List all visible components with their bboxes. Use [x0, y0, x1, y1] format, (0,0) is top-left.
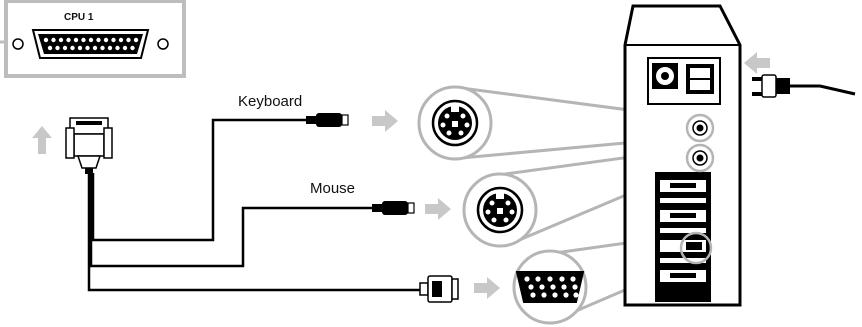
- pin: [77, 45, 83, 51]
- tower-computer-icon: [623, 4, 742, 307]
- pin: [70, 45, 75, 51]
- mouse-ps2-port-icon: [462, 172, 538, 248]
- pin: [103, 37, 109, 43]
- cpu-port-panel: [0, 0, 186, 78]
- arrow-right-icon: [372, 110, 398, 132]
- arrow-left-icon: [744, 52, 770, 74]
- pin: [66, 37, 71, 43]
- pin: [126, 37, 131, 43]
- db25-plug-icon: [65, 117, 113, 174]
- pin: [88, 37, 94, 43]
- pin: [47, 45, 53, 51]
- pin: [118, 37, 124, 43]
- pin: [100, 45, 105, 51]
- keyboard-label: Keyboard: [238, 93, 303, 110]
- cable-bundle: [87, 118, 420, 292]
- pin: [133, 37, 139, 43]
- mouse-label: Mouse: [310, 180, 356, 197]
- pin: [73, 37, 79, 43]
- vga-plug-icon: [419, 275, 459, 303]
- pin: [130, 45, 135, 51]
- pin: [122, 45, 128, 51]
- pin: [111, 37, 116, 43]
- pin: [55, 45, 60, 51]
- arrow-right-icon: [474, 277, 500, 299]
- pin: [85, 45, 90, 51]
- port-title-label: CPU 1: [64, 12, 94, 23]
- arrow-right-icon: [425, 198, 451, 220]
- pin: [107, 45, 113, 51]
- pin: [81, 37, 86, 43]
- pin: [43, 37, 49, 43]
- pin: [51, 37, 56, 43]
- pin: [58, 37, 64, 43]
- pin: [92, 45, 98, 51]
- arrow-up-icon: [32, 126, 52, 154]
- keyboard-ps2-plug-icon: [306, 113, 349, 127]
- keyboard-ps2-port-icon: [417, 85, 493, 161]
- pin: [115, 45, 120, 51]
- pin: [62, 45, 68, 51]
- pin: [96, 37, 101, 43]
- vga-port-icon: [512, 249, 588, 325]
- db25-connector-icon: [12, 29, 169, 59]
- power-plug-icon: [752, 74, 856, 98]
- mouse-ps2-plug-icon: [372, 201, 415, 215]
